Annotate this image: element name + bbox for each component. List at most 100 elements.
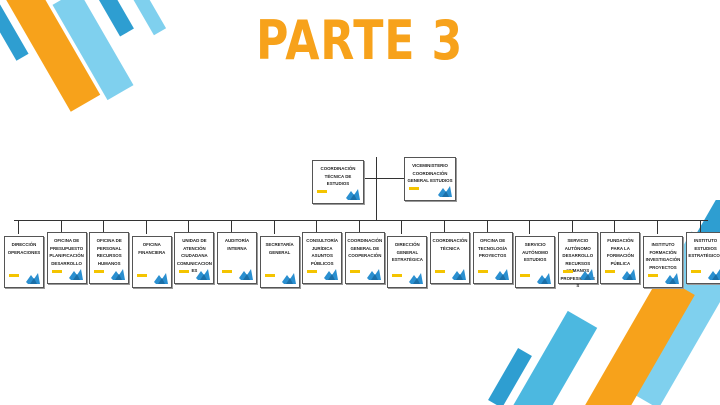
flag-mark — [520, 274, 531, 277]
org-node: DIRECCIÓN OPERACIONES — [4, 236, 44, 288]
dove-logo-icon — [452, 269, 466, 280]
org-node: AUDITORÍA INTERNA — [217, 232, 257, 284]
org-node-label: OFICINA DE PERSONAL RECURSOS HUMANOS — [96, 238, 122, 266]
connector-drop — [188, 220, 190, 234]
org-node: SERVICIO AUTÓNOMO DESARROLLO RECURSOS HU… — [557, 232, 598, 288]
dove-logo-icon — [707, 269, 720, 280]
bottom-right-stripes — [470, 200, 720, 405]
org-node: COORDINACIÓN TÉCNICA — [430, 232, 470, 284]
flag-mark — [392, 274, 403, 277]
org-node-label: FUNDACIÓN PARA LA FORMACIÓN PÚBLICA — [606, 238, 634, 266]
dove-logo-icon — [68, 269, 83, 280]
connector-drop — [316, 220, 318, 234]
org-node-label: UNIDAD DE ATENCIÓN CIUDADANA COMUNICACIO… — [176, 238, 212, 273]
flag-mark — [409, 187, 419, 190]
top-left-stripes — [0, 0, 200, 120]
flag-mark — [179, 270, 190, 273]
stripe-light-blue-small — [129, 0, 167, 36]
org-node-label: COORDINACIÓN TÉCNICA — [432, 238, 468, 251]
connector-drop — [529, 220, 531, 234]
connector-drop — [231, 220, 232, 234]
flag-mark — [690, 270, 701, 273]
connector-drop — [657, 220, 658, 234]
flag-mark — [477, 270, 488, 273]
connector-drop — [358, 220, 360, 234]
slide-title: PARTE 3 — [256, 9, 464, 72]
flag-mark — [307, 270, 318, 273]
connector-drop — [571, 220, 573, 234]
org-node-label: OFICINA DE PRESUPUESTO PLANIFICACIÓN DES… — [49, 238, 84, 266]
org-node: UNIDAD DE ATENCIÓN CIUDADANA COMUNICACIO… — [174, 232, 215, 284]
org-node: OFICINA DE TECNOLOGÍA PROYECTOS — [472, 232, 513, 284]
flag-mark — [435, 270, 445, 273]
connector-drop — [401, 220, 403, 234]
connector-drop — [18, 220, 19, 234]
org-node-top: VICEMINISTERIO COORDINACIÓN GENERAL ESTU… — [404, 157, 456, 201]
org-node: COORDINACIÓN GENERAL DE COOPERACIÓN — [344, 232, 385, 284]
org-node: INSTITUTO ESTUDIOS ESTRATÉGICOS — [685, 232, 720, 284]
org-node: CONSULTORÍA JURÍDICA ASUNTOS PÚBLICOS — [302, 232, 343, 284]
org-node-label: COORDINACIÓN TÉCNICA DE ESTUDIOS — [320, 166, 356, 186]
org-node-label: SERVICIO AUTÓNOMO ESTUDIOS — [522, 242, 549, 262]
dove-logo-icon — [579, 269, 594, 280]
flag-mark — [9, 274, 19, 277]
connector-drop — [699, 220, 701, 234]
org-node-label: DIRECCIÓN OPERACIONES — [7, 242, 41, 255]
org-node-label: DIRECCIÓN GENERAL ESTRATÉGICA — [391, 242, 423, 262]
org-node: SECRETARÍA GENERAL — [259, 236, 300, 288]
stripe-orange — [5, 0, 101, 112]
org-node-label: COORDINACIÓN GENERAL DE COOPERACIÓN — [347, 238, 383, 258]
dove-logo-icon — [622, 269, 637, 280]
org-node: OFICINA DE PRESUPUESTO PLANIFICACIÓN DES… — [46, 232, 87, 284]
flag-mark — [317, 190, 327, 193]
flag-mark — [222, 270, 232, 273]
connector-drop — [614, 220, 616, 234]
org-node: OFICINA DE PERSONAL RECURSOS HUMANOS — [89, 232, 130, 284]
dove-logo-icon — [324, 269, 339, 280]
stripe-br-blue-small — [488, 348, 532, 405]
org-node: SERVICIO AUTÓNOMO ESTUDIOS — [515, 236, 556, 288]
flag-mark — [94, 270, 105, 273]
stripe-blue — [94, 0, 134, 37]
connector-drop — [273, 220, 275, 234]
org-node: FUNDACIÓN PARA LA FORMACIÓN PÚBLICA — [600, 232, 641, 284]
connector-bottom-horizontal — [14, 220, 708, 221]
dove-logo-icon — [366, 269, 381, 280]
flag-mark — [349, 270, 360, 273]
dove-logo-icon — [26, 273, 40, 284]
dove-logo-icon — [665, 273, 679, 284]
org-node-label: SECRETARÍA GENERAL — [265, 242, 294, 255]
flag-mark — [264, 274, 275, 277]
flag-mark — [562, 270, 573, 273]
org-node-top: COORDINACIÓN TÉCNICA DE ESTUDIOS — [312, 160, 364, 204]
org-node: OFICINA FINANCIERA — [131, 236, 172, 288]
org-node: DIRECCIÓN GENERAL ESTRATÉGICA — [387, 236, 428, 288]
stripe-light-blue — [52, 0, 134, 101]
org-node-label: AUDITORÍA INTERNA — [224, 238, 250, 251]
org-node: INSTITUTO FORMACIÓN INVESTIGACIÓN PROYEC… — [643, 236, 683, 288]
flag-mark — [605, 270, 616, 273]
org-node-label: SERVICIO AUTÓNOMO DESARROLLO RECURSOS HU… — [560, 238, 596, 288]
dove-logo-icon — [438, 186, 452, 197]
stripe-blue-thin — [0, 0, 29, 61]
org-node-label: INSTITUTO FORMACIÓN INVESTIGACIÓN PROYEC… — [645, 242, 681, 270]
dove-logo-icon — [196, 269, 211, 280]
org-node-label: OFICINA DE TECNOLOGÍA PROYECTOS — [477, 238, 508, 258]
connector-drop — [60, 220, 62, 234]
org-node-label: CONSULTORÍA JURÍDICA ASUNTOS PÚBLICOS — [306, 238, 339, 266]
dove-logo-icon — [111, 269, 126, 280]
flag-mark — [648, 274, 658, 277]
dove-logo-icon — [494, 269, 509, 280]
connector-drop — [145, 220, 147, 234]
dove-logo-icon — [409, 273, 424, 284]
org-node-label: VICEMINISTERIO COORDINACIÓN GENERAL ESTU… — [407, 163, 453, 183]
connector-top-horizontal — [340, 178, 430, 179]
connector-drop — [444, 220, 445, 234]
dove-logo-icon — [346, 189, 360, 200]
dove-logo-icon — [153, 273, 168, 284]
flag-mark — [51, 270, 62, 273]
dove-logo-icon — [239, 269, 253, 280]
org-node-label: INSTITUTO ESTUDIOS ESTRATÉGICOS — [688, 238, 720, 258]
connector-drop — [486, 220, 488, 234]
dove-logo-icon — [281, 273, 296, 284]
